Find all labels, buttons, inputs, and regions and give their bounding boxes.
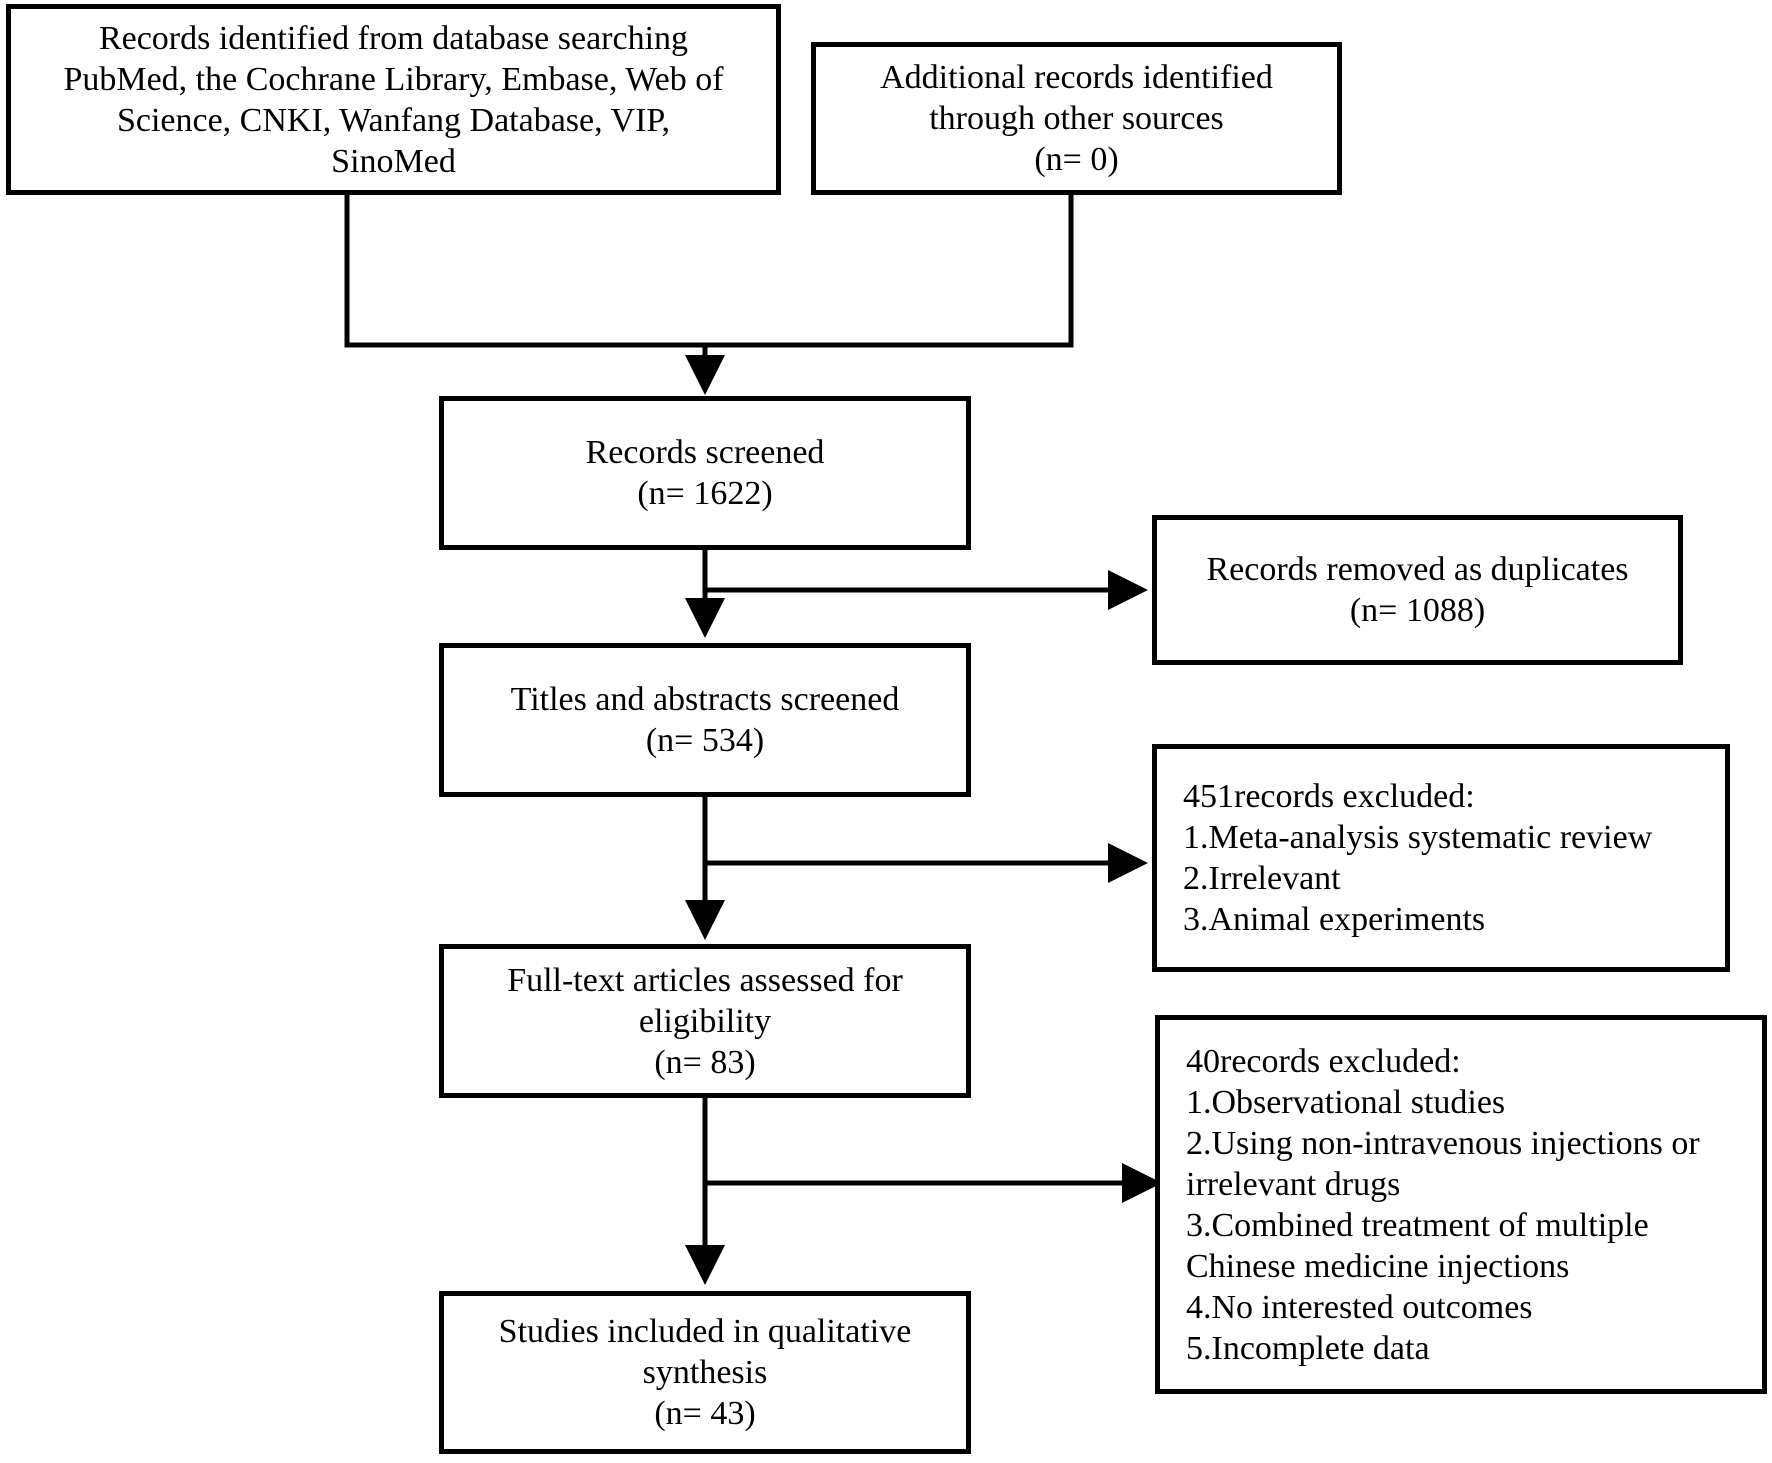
records-screened-line-1: Records screened (585, 434, 825, 471)
excluded-40-reason-2b: irrelevant drugs (1186, 1165, 1401, 1203)
database-search-line-2: PubMed, the Cochrane Library, Embase, We… (63, 60, 724, 98)
excluded-40-reason-4: 4.No interested outcomes (1186, 1288, 1533, 1326)
database-search-line-3: Science, CNKI, Wanfang Database, VIP, (116, 101, 671, 139)
excluded-40-reason-3a: 3.Combined treatment of multiple (1186, 1206, 1649, 1244)
records-screened-line-2: (n= 1622) (637, 475, 773, 512)
titles-abstracts-line-1: Titles and abstracts screened (510, 681, 900, 718)
other-sources-line-2: through other sources (929, 100, 1224, 137)
other-sources-line-1: Additional records identified (880, 59, 1273, 96)
included-line-1: Studies included in qualitative (498, 1313, 912, 1350)
records-screened-box: Records screened (n= 1622) (439, 396, 971, 550)
full-text-line-1: Full-text articles assessed for (507, 961, 903, 999)
database-search-line-1: Records identified from database searchi… (98, 19, 689, 57)
excluded-451-reason-1: 1.Meta-analysis systematic review (1183, 819, 1653, 856)
database-search-box: Records identified from database searchi… (6, 4, 781, 195)
database-search-line-4: SinoMed (331, 142, 456, 180)
full-text-line-2: eligibility (638, 1002, 772, 1040)
excluded-40-reason-2a: 2.Using non-intravenous injections or (1186, 1124, 1700, 1162)
duplicates-removed-line-2: (n= 1088) (1349, 592, 1486, 629)
included-line-3: (n= 43) (654, 1395, 756, 1432)
other-sources-line-3: (n= 0) (1034, 141, 1119, 178)
duplicates-removed-line-1: Records removed as duplicates (1206, 551, 1629, 588)
included-line-2: synthesis (642, 1354, 768, 1391)
full-text-line-3: (n= 83) (654, 1043, 756, 1081)
excluded-451-reason-2: 2.Irrelevant (1183, 860, 1341, 897)
excluded-451-heading: 451records excluded: (1183, 778, 1475, 815)
included-studies-box: Studies included in qualitative synthesi… (439, 1291, 971, 1454)
excluded-451-box: 451records excluded: 1.Meta-analysis sys… (1152, 744, 1730, 972)
titles-abstracts-line-2: (n= 534) (645, 722, 765, 759)
other-sources-box: Additional records identified through ot… (811, 42, 1342, 195)
excluded-451-reason-3: 3.Animal experiments (1183, 901, 1486, 938)
duplicates-removed-box: Records removed as duplicates (n= 1088) (1152, 515, 1683, 665)
excluded-40-reason-3b: Chinese medicine injections (1186, 1247, 1570, 1285)
excluded-40-heading: 40records excluded: (1186, 1042, 1461, 1080)
titles-abstracts-box: Titles and abstracts screened (n= 534) (439, 643, 971, 797)
full-text-box: Full-text articles assessed for eligibil… (439, 944, 971, 1098)
excluded-40-reason-5: 5.Incomplete data (1186, 1329, 1430, 1367)
excluded-40-box: 40records excluded: 1.Observational stud… (1155, 1015, 1767, 1394)
excluded-40-reason-1: 1.Observational studies (1186, 1083, 1506, 1121)
merge-connector (344, 193, 1074, 348)
